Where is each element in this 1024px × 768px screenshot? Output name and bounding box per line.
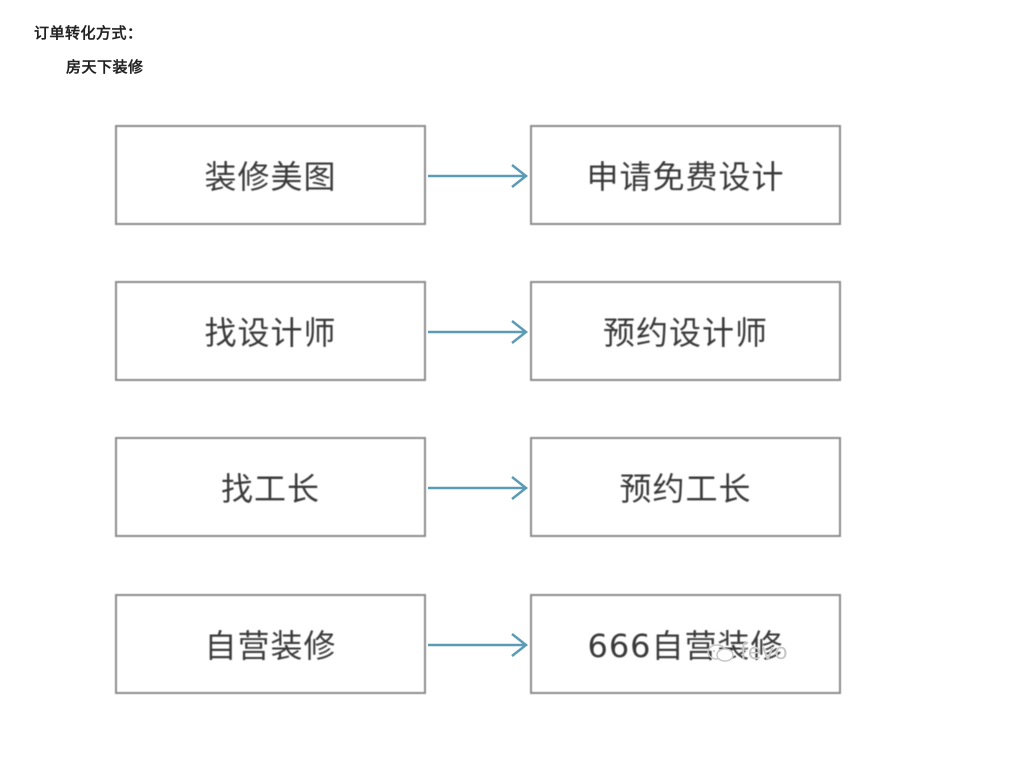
- target-box-label: 预约工长: [619, 470, 752, 508]
- arrow-icon: [428, 320, 529, 344]
- source-box-find-designer: 找设计师: [115, 281, 426, 381]
- target-box-label: 申请免费设计: [586, 158, 785, 196]
- arrow-icon: [428, 633, 529, 657]
- target-box-label: 预约设计师: [602, 314, 768, 352]
- target-box-label: 666自营装修: [587, 627, 784, 665]
- target-box-book-foreman: 预约工长: [530, 437, 841, 537]
- source-box-label: 自营装修: [204, 627, 337, 665]
- target-box-book-designer: 预约设计师: [530, 281, 841, 381]
- page-heading: 订单转化方式：: [34, 24, 143, 42]
- source-box-label: 找设计师: [204, 314, 337, 352]
- source-box-find-foreman: 找工长: [115, 437, 426, 537]
- target-box-free-design: 申请免费设计: [530, 125, 841, 225]
- flow-row-self-operated: 自营装修 666自营装修: [0, 594, 1024, 696]
- target-box-666-self-operated: 666自营装修: [530, 594, 841, 694]
- flow-row-design: 装修美图 申请免费设计: [0, 125, 1024, 227]
- arrow-icon: [428, 164, 529, 188]
- source-box-renderings: 装修美图: [115, 125, 426, 225]
- source-box-label: 找工长: [220, 470, 320, 508]
- flow-row-designer: 找设计师 预约设计师: [0, 281, 1024, 383]
- source-box-self-operated: 自营装修: [115, 594, 426, 694]
- arrow-icon: [428, 476, 529, 500]
- source-box-label: 装修美图: [204, 158, 337, 196]
- flow-row-foreman: 找工长 预约工长: [0, 437, 1024, 539]
- page-subheading: 房天下装修: [66, 58, 144, 76]
